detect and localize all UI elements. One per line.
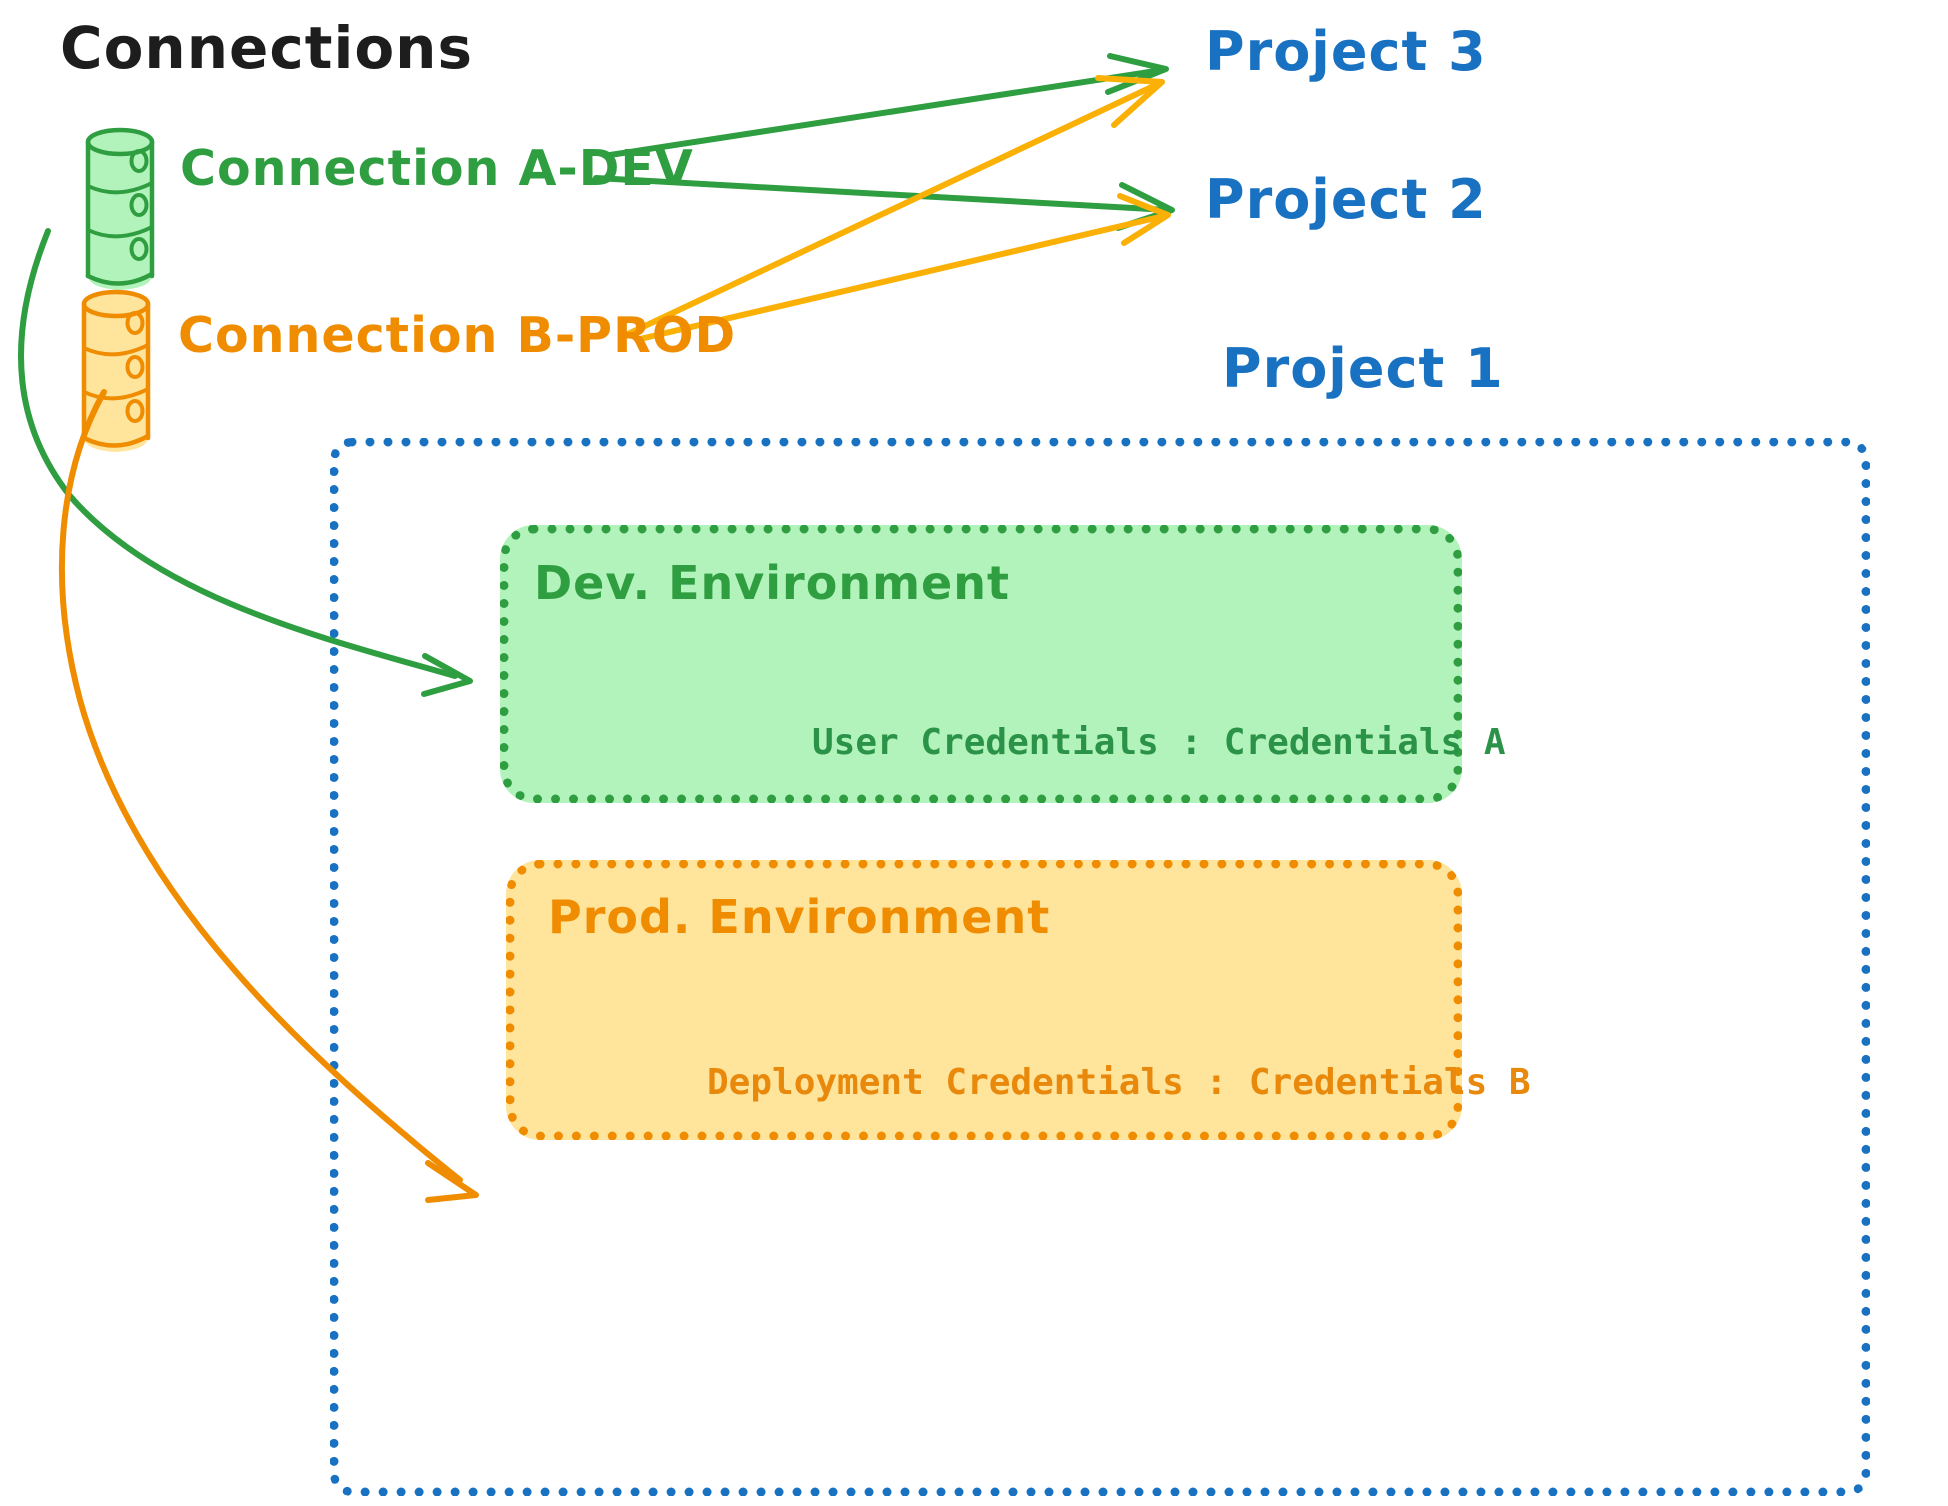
page-title: Connections [60,14,473,82]
edge-a-dev-to-project-3 [607,53,1169,158]
database-icon-b-prod [81,289,151,452]
project-label-3[interactable]: Project 3 [1205,20,1487,83]
connection-label-a-dev[interactable]: Connection A-DEV [180,140,694,197]
project-label-2[interactable]: Project 2 [1205,168,1487,231]
prod-credentials-text: Deployment Credentials : Credentials B [707,1062,1531,1103]
project-1-boundary [330,438,1870,1496]
connection-label-b-prod[interactable]: Connection B-PROD [178,307,737,364]
dev-environment-box [500,525,1462,803]
edge-b-prod-to-project-2 [637,193,1171,342]
prod-environment-box [506,860,1462,1140]
dev-environment-title: Dev. Environment [534,556,1010,610]
database-icon-a-dev [85,127,155,290]
edge-b-prod-to-project-3 [625,75,1165,337]
dev-credentials-text: User Credentials : Credentials A [812,722,1506,763]
project-label-1[interactable]: Project 1 [1222,337,1504,400]
edge-b-prod-to-prod-environment [58,389,479,1203]
prod-environment-title: Prod. Environment [548,890,1051,944]
edge-a-dev-to-dev-environment [17,228,473,697]
